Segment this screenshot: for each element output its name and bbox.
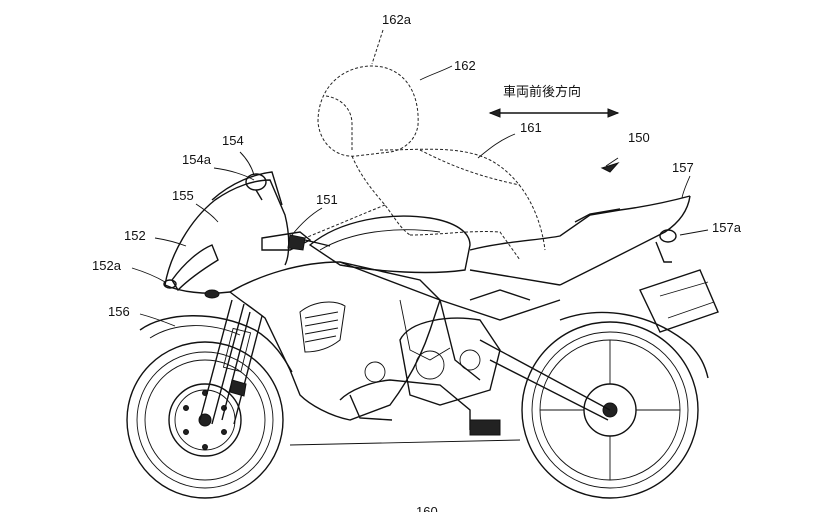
exhaust-muffler	[639, 269, 719, 333]
front-wheel	[126, 341, 284, 499]
label-152: 152	[124, 228, 146, 243]
fairing	[163, 171, 471, 430]
label-152a: 152a	[92, 258, 122, 273]
rear-fender	[559, 311, 709, 379]
rider-outline	[299, 65, 546, 261]
direction-label: 車両前後方向	[503, 84, 581, 99]
label-156: 156	[108, 304, 130, 319]
label-150: 150	[628, 130, 650, 145]
frame-swingarm	[339, 261, 611, 436]
direction-arrow	[488, 108, 620, 118]
label-157: 157	[672, 160, 694, 175]
leader-lines	[131, 29, 709, 327]
label-151: 151	[316, 192, 338, 207]
label-162: 162	[454, 58, 476, 73]
rear-wheel	[521, 321, 699, 499]
handlebar-unit	[261, 231, 331, 251]
label-155: 155	[172, 188, 194, 203]
label-157a: 157a	[712, 220, 742, 235]
fuel-tank	[308, 215, 471, 274]
label-161: 161	[520, 120, 542, 135]
label-154: 154	[222, 133, 244, 148]
seat-and-tail	[469, 195, 691, 286]
label-154a: 154a	[182, 152, 212, 167]
reference-labels: 162a 162 161 150 154 154a 155 151 152 15…	[92, 12, 742, 512]
label-162a: 162a	[382, 12, 412, 27]
front-fork	[199, 299, 263, 425]
front-fender	[139, 315, 293, 373]
label-160: 160	[416, 504, 438, 512]
